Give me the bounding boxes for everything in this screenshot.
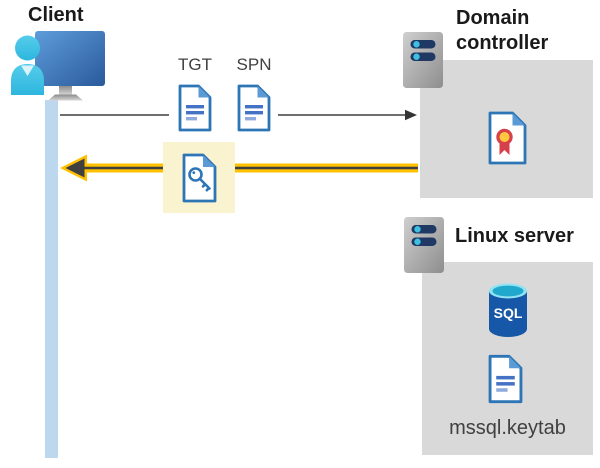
- domain-controller-title: Domain controller: [456, 6, 548, 56]
- user-icon: [15, 35, 40, 61]
- document-key-icon: [182, 153, 216, 202]
- tgt-label: TGT: [178, 55, 212, 74]
- linux-server-icon: [404, 217, 444, 273]
- sql-database-icon: SQL: [489, 283, 527, 337]
- request-arrow-head-icon: [405, 109, 417, 121]
- spn-document-icon: [237, 84, 271, 132]
- certificate-icon: [488, 111, 527, 165]
- response-arrow-head-core: [65, 158, 85, 178]
- domain-controller-title-line1: Domain: [456, 7, 530, 29]
- client-title: Client: [28, 4, 84, 26]
- spn-label: SPN: [236, 55, 272, 74]
- service-ticket-highlight: [163, 142, 235, 213]
- linux-server-title: Linux server: [455, 225, 574, 247]
- domain-controller-server-icon: [403, 32, 443, 88]
- monitor-icon: [35, 31, 105, 86]
- sql-icon-text: SQL: [494, 305, 523, 321]
- domain-controller-title-line2: controller: [456, 32, 549, 54]
- workstation-user-icon: [11, 31, 105, 101]
- client-lifeline-bar: [45, 100, 58, 458]
- keytab-document-icon: [488, 354, 523, 404]
- tgt-document-icon: [178, 84, 212, 132]
- keytab-filename: mssql.keytab: [449, 417, 566, 439]
- ticket-documents-group: [169, 83, 278, 133]
